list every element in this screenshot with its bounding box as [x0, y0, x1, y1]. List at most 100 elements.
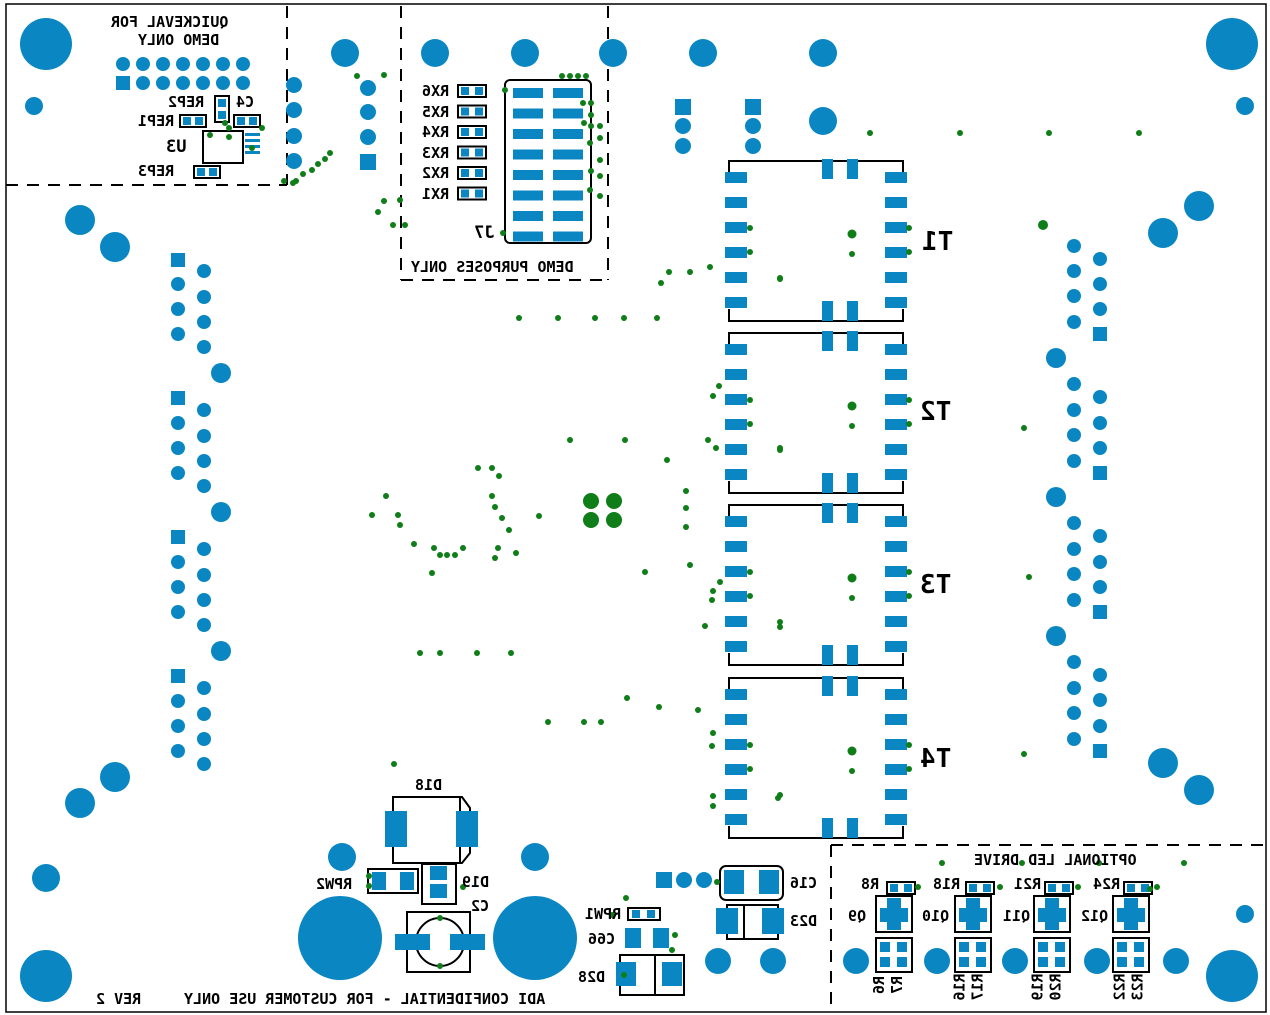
via — [747, 249, 753, 255]
via — [567, 73, 573, 79]
transformer-outline — [728, 332, 904, 345]
label-q12: Q12 — [1081, 907, 1108, 925]
via — [597, 123, 603, 129]
transistor-pad — [1124, 920, 1138, 930]
via — [775, 795, 781, 801]
transformer-pad — [885, 272, 907, 283]
via — [588, 100, 594, 106]
via — [402, 222, 408, 228]
transformer-pad — [847, 818, 858, 838]
via — [513, 550, 519, 556]
via — [1181, 860, 1187, 866]
label-r21: R21 — [1014, 875, 1041, 893]
via — [575, 73, 581, 79]
transformer-pad — [725, 764, 747, 775]
transistor-pad — [1045, 920, 1059, 930]
label-demo-purposes: DEMO PURPOSES ONLY — [411, 258, 574, 276]
resistor-outline — [886, 881, 916, 895]
label-d23: D23 — [790, 912, 817, 930]
resistor-pad — [1117, 942, 1127, 952]
resistor-pad — [1127, 884, 1135, 892]
transformer-pad — [847, 645, 858, 665]
label-confidential: ADI CONFIDENTIAL - FOR CUSTOMER USE ONLY — [184, 990, 545, 1008]
transformer-pad — [847, 159, 858, 179]
via — [354, 73, 360, 79]
via — [580, 100, 586, 106]
via — [654, 315, 660, 321]
resistor-outline — [1044, 881, 1074, 895]
via — [581, 120, 587, 126]
transformer-pad — [725, 469, 747, 480]
resistor-pad — [1141, 884, 1149, 892]
j7-connector — [457, 79, 592, 244]
transformer-pad — [725, 566, 747, 577]
label-r6: R6 — [870, 976, 888, 994]
resistor-outline — [965, 881, 995, 895]
via — [683, 488, 689, 494]
label-rx4: RX4 — [422, 123, 449, 141]
via — [747, 593, 753, 599]
label-r23: R23 — [1129, 973, 1147, 1000]
resistor-pad — [1048, 884, 1056, 892]
transformer-pad — [822, 503, 833, 523]
via — [658, 280, 664, 286]
via — [259, 125, 265, 131]
rx-pad — [475, 128, 483, 136]
via — [847, 746, 857, 756]
transistor-pad — [966, 898, 980, 910]
led-channel-1 — [875, 881, 916, 973]
transformer-pad — [885, 739, 907, 750]
transformer-outline — [728, 826, 904, 839]
rx-outline — [457, 145, 487, 160]
via — [709, 743, 715, 749]
transformer-pad — [725, 394, 747, 405]
via — [687, 269, 693, 275]
transformer-pad — [725, 197, 747, 208]
via — [559, 73, 565, 79]
transformer-pad — [725, 616, 747, 627]
via — [906, 249, 912, 255]
via — [623, 895, 629, 901]
label-rx3: RX3 — [422, 144, 449, 162]
label-t4: T4 — [920, 744, 951, 774]
transformer-pad — [725, 369, 747, 380]
round-pads — [25, 39, 1254, 974]
via — [474, 650, 480, 656]
transformer-pad — [725, 739, 747, 750]
led-channel-2 — [954, 881, 995, 973]
resistor-pad — [1134, 942, 1144, 952]
label-rpw1: RPW1 — [585, 905, 621, 923]
via — [293, 178, 299, 184]
label-r17: R17 — [969, 973, 987, 1000]
transistor-pad — [966, 920, 980, 930]
rx-pad — [461, 189, 469, 198]
via — [597, 157, 603, 163]
j7-pad — [513, 129, 543, 139]
j7-pad — [553, 231, 583, 242]
resistor-pair-outline — [875, 937, 913, 973]
via — [492, 504, 498, 510]
via — [429, 570, 435, 576]
u3-area — [179, 95, 261, 179]
via — [906, 569, 912, 575]
via — [747, 742, 753, 748]
resistor-pad — [969, 884, 977, 892]
via — [588, 112, 594, 118]
via — [621, 315, 627, 321]
label-r16: R16 — [951, 973, 969, 1000]
transformer-pad — [725, 247, 747, 258]
via — [583, 73, 589, 79]
rx-pad — [475, 189, 483, 198]
via — [397, 522, 403, 528]
resistor-pad — [976, 942, 986, 952]
resistor-pair-outline — [1112, 937, 1150, 973]
resistor-pad — [1038, 942, 1048, 952]
via — [906, 742, 912, 748]
j7-pad — [553, 190, 583, 201]
resistor-pad — [976, 957, 986, 967]
transformer-pad — [885, 247, 907, 258]
via — [475, 465, 481, 471]
label-q10: Q10 — [922, 907, 949, 925]
transformer-pad — [885, 764, 907, 775]
via — [714, 879, 720, 885]
